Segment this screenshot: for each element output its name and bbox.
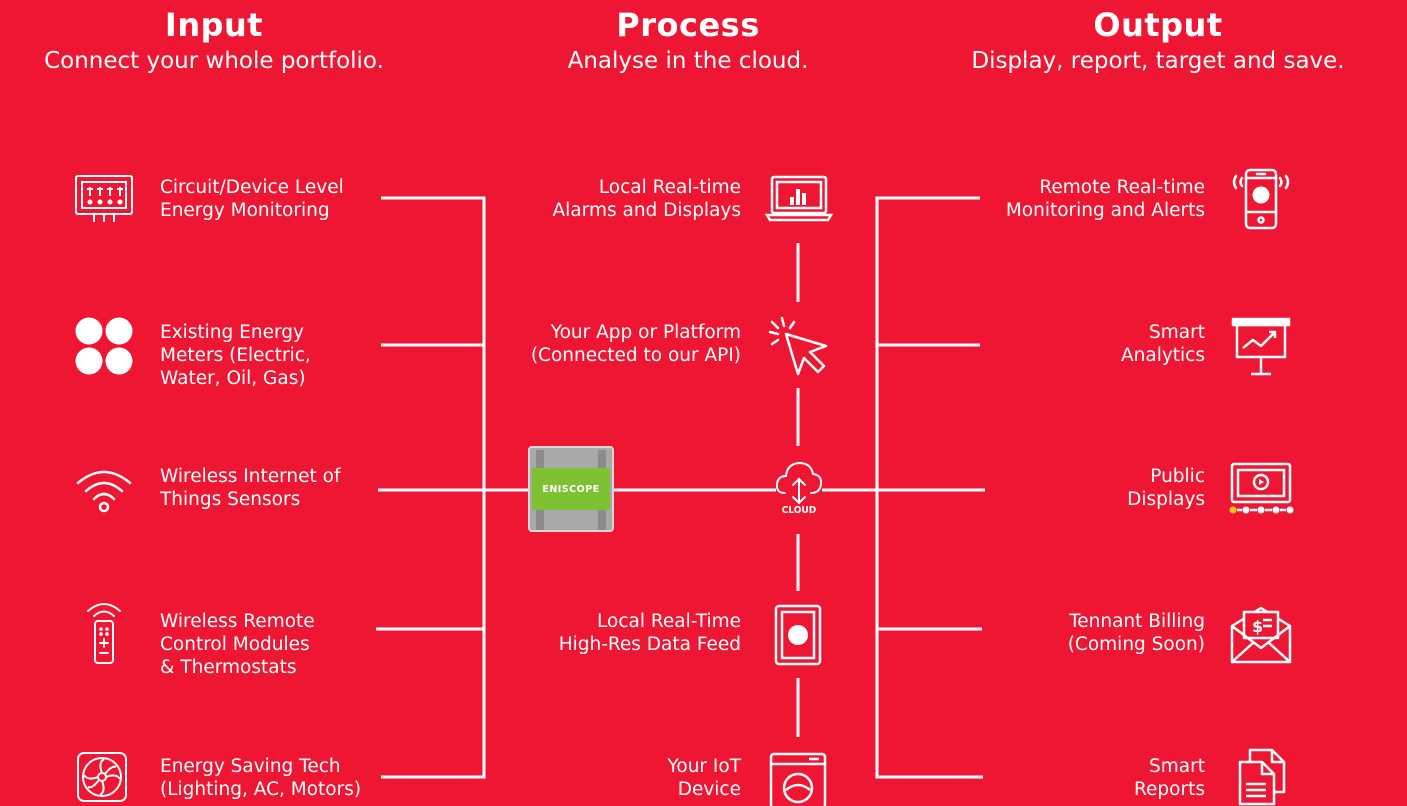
output-bracket-line: [875, 196, 983, 779]
cursor-click-icon: [768, 316, 828, 376]
output-label-reports: Smart Reports: [1134, 756, 1205, 800]
output-label-billing: Tennant Billing (Coming Soon): [1067, 611, 1205, 655]
output-label-remote-monitoring: Remote Real-time Monitoring and Alerts: [1005, 177, 1205, 221]
input-bracket-line: [381, 196, 486, 779]
svg-text:$: $: [1252, 617, 1263, 636]
circuit-monitor-icon: [74, 174, 134, 226]
cloud-icon: [775, 455, 823, 505]
input-label-remote: Wireless Remote Control Modules & Thermo…: [160, 611, 315, 678]
device-label: ENISCOPE: [542, 483, 600, 495]
process-title: Process: [616, 6, 760, 44]
device-band: ENISCOPE: [532, 468, 610, 510]
process-subtitle: Analyse in the cloud.: [567, 48, 809, 74]
input-label-circuit: Circuit/Device Level Energy Monitoring: [160, 177, 344, 221]
input-title: Input: [164, 6, 264, 44]
washing-machine-icon: [769, 752, 827, 806]
output-column-header: Output Display, report, target and save.: [930, 4, 1386, 76]
remote-control-icon: [86, 599, 122, 669]
process-label-iot-device: Your IoT Device: [667, 756, 741, 800]
tablet-icon: [774, 604, 822, 666]
envelope-bill-icon: $: [1230, 604, 1292, 664]
wifi-icon: [74, 467, 134, 513]
process-label-alarms: Local Real-time Alarms and Displays: [552, 177, 741, 221]
process-label-data-feed: Local Real-Time High-Res Data Feed: [558, 611, 741, 655]
fan-icon: [76, 751, 128, 803]
phone-ring-icon: [1230, 168, 1292, 230]
output-subtitle: Display, report, target and save.: [971, 48, 1345, 74]
video-display-icon: [1228, 462, 1296, 518]
presentation-chart-icon: [1231, 317, 1291, 378]
output-label-public-displays: Public Displays: [1127, 466, 1205, 510]
process-column-header: Process Analyse in the cloud.: [500, 4, 876, 76]
input-label-meters: Existing Energy Meters (Electric, Water,…: [160, 322, 311, 389]
four-circles-icon: [75, 317, 135, 377]
process-label-api: Your App or Platform (Connected to our A…: [530, 322, 741, 366]
output-label-analytics: Smart Analytics: [1120, 322, 1205, 366]
input-column-header: Input Connect your whole portfolio.: [0, 4, 428, 76]
output-title: Output: [1093, 6, 1223, 44]
report-document-icon: [1236, 748, 1288, 806]
input-label-sensors: Wireless Internet of Things Sensors: [160, 466, 341, 510]
laptop-chart-icon: [764, 175, 834, 223]
cloud-caption: CLOUD: [781, 505, 817, 516]
input-label-energy-tech: Energy Saving Tech (Lighting, AC, Motors…: [160, 756, 362, 800]
eniscope-device: ENISCOPE: [528, 446, 614, 532]
input-subtitle: Connect your whole portfolio.: [44, 48, 384, 74]
